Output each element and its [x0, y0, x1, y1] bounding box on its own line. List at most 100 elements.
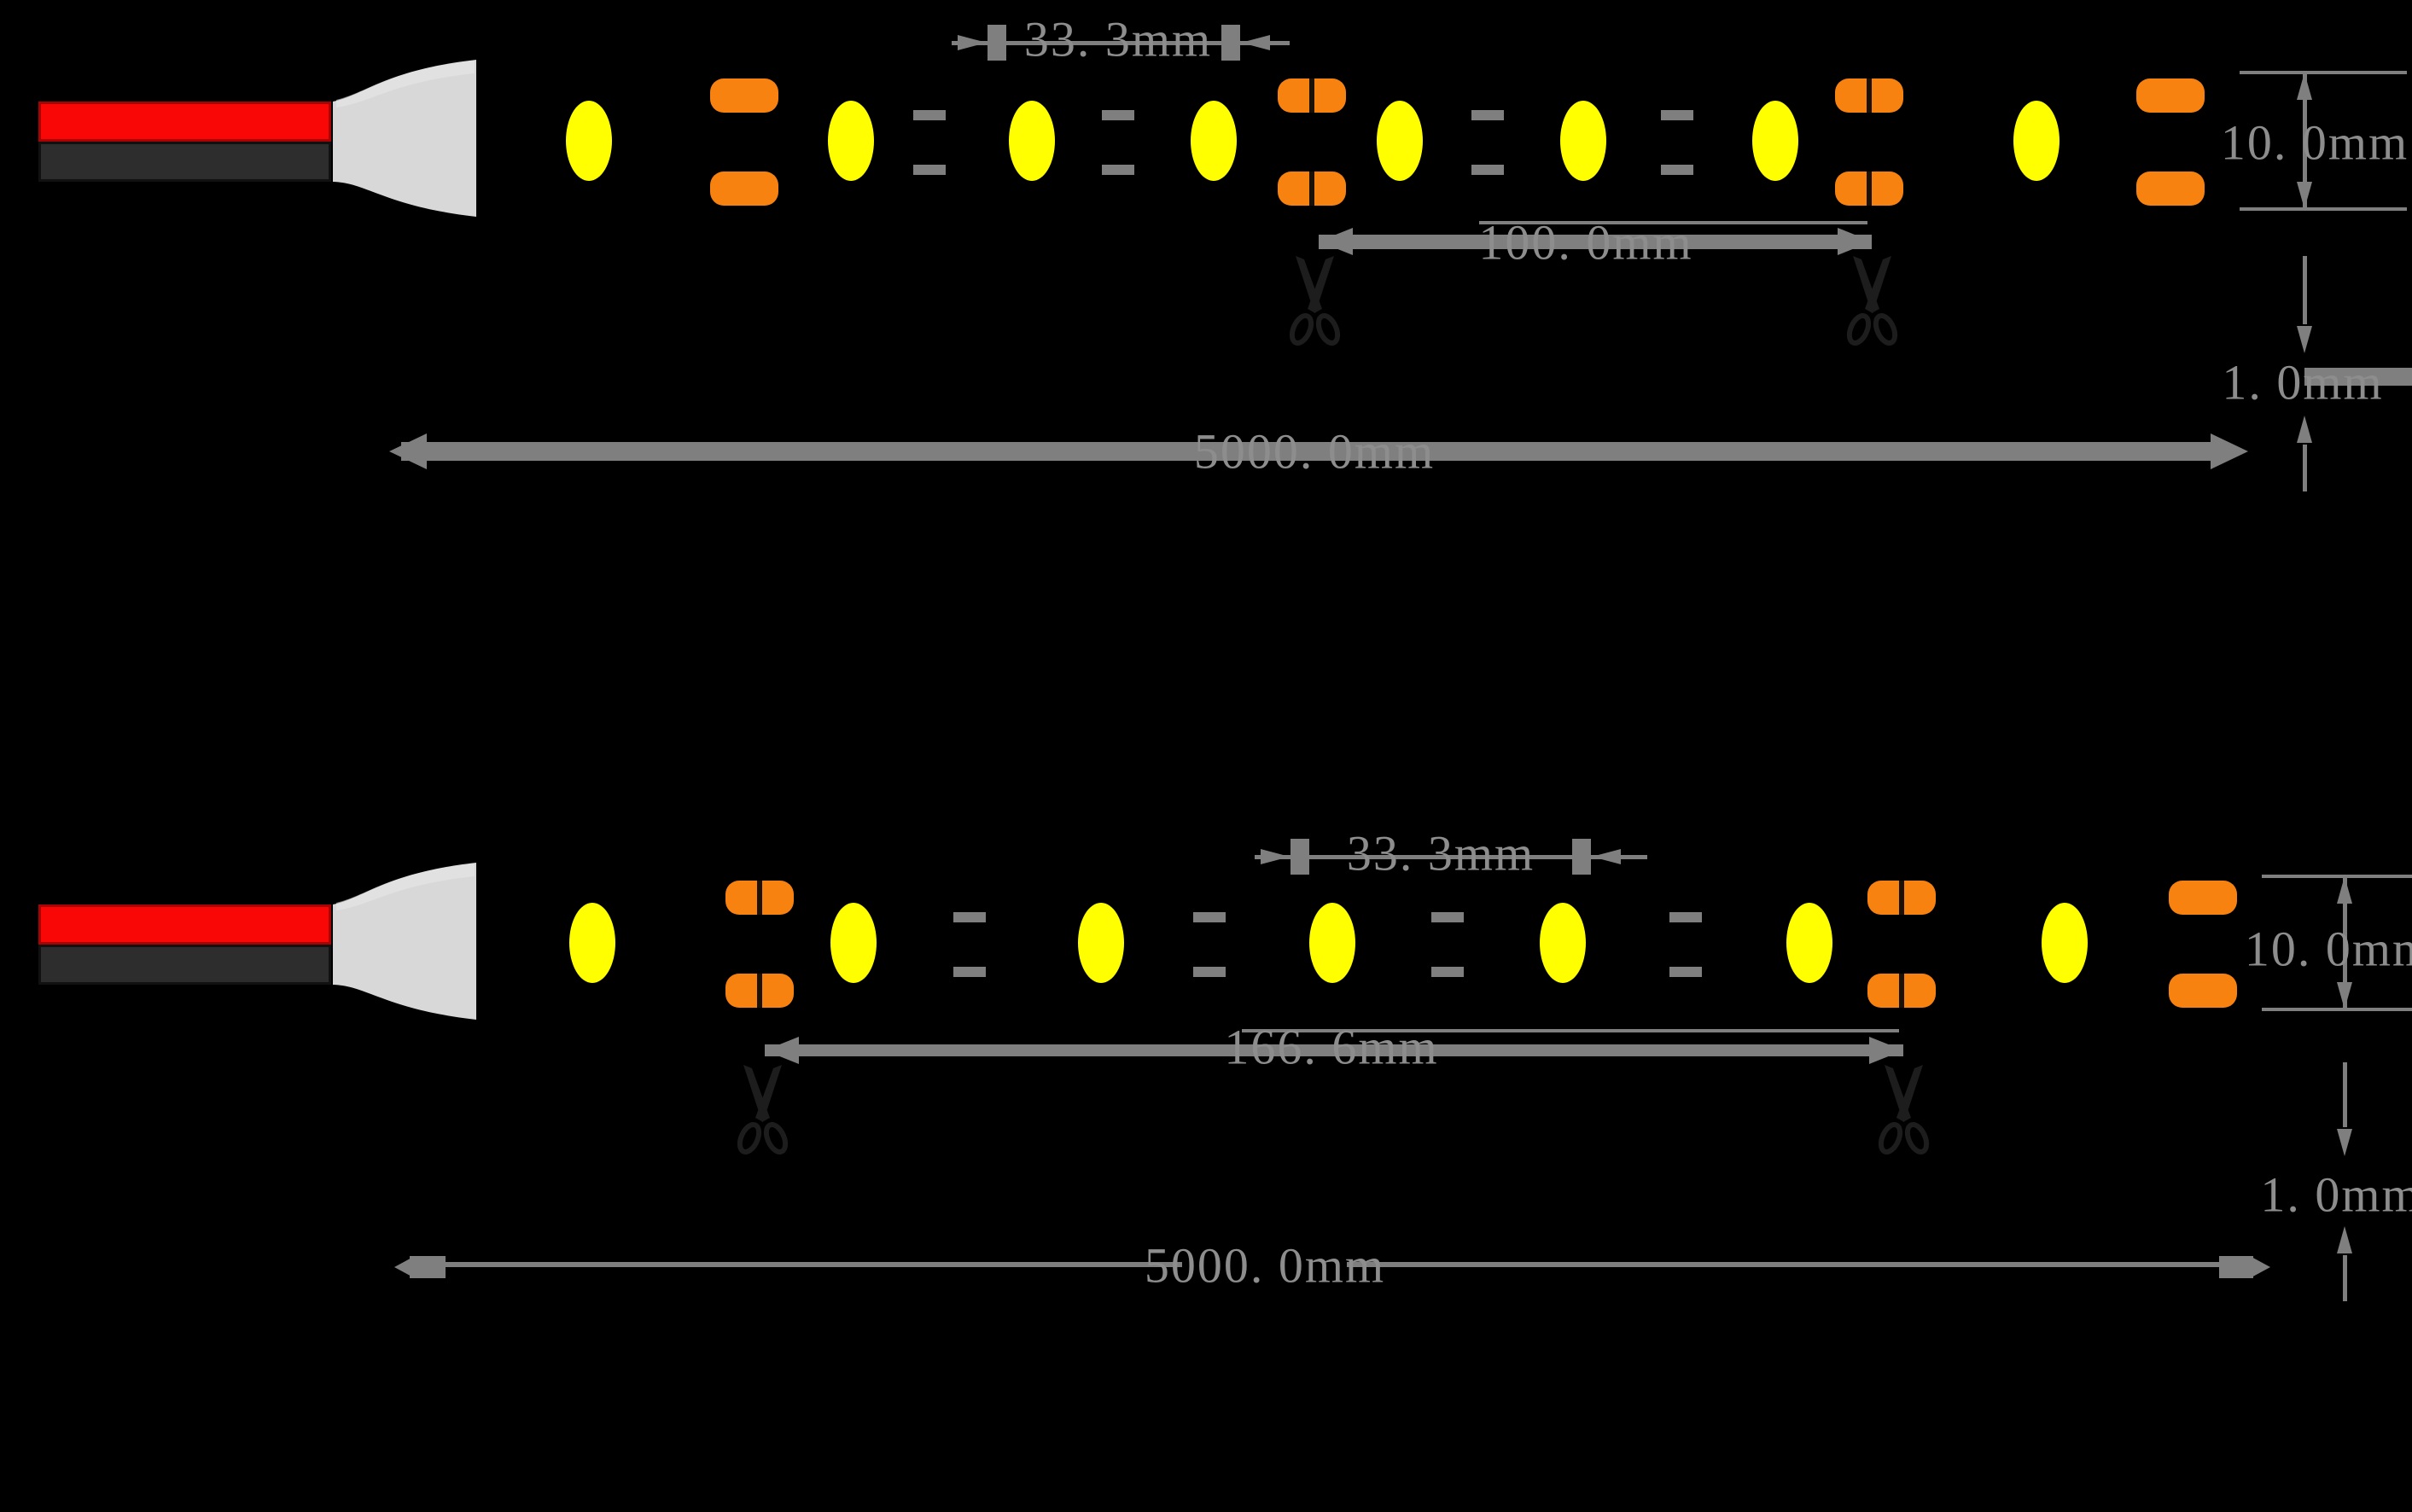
- led-chip: [566, 101, 612, 181]
- width-dim-label: 10. 0mm: [2244, 921, 2412, 977]
- scissors-icon: [1283, 256, 1347, 346]
- led-chip: [1309, 903, 1355, 983]
- led-chip: [830, 903, 877, 983]
- dim-line: [2343, 1255, 2347, 1301]
- resistor-pad: [1669, 967, 1702, 977]
- dim-arrow: [1319, 228, 1353, 255]
- total-dim-label: 5000. 0mm: [1193, 423, 1436, 480]
- dim-line: [2262, 1008, 2412, 1011]
- dim-arrow: [2250, 1256, 2270, 1278]
- cut-mark-line: [757, 974, 762, 1008]
- dim-arrow: [2297, 326, 2312, 353]
- scissors-glyph: [737, 1065, 788, 1155]
- dim-arrow: [765, 1037, 799, 1064]
- led-chip: [2013, 101, 2060, 181]
- dim-arrow: [958, 35, 987, 50]
- resistor-pad: [1661, 110, 1693, 120]
- solder-pad: [710, 79, 778, 113]
- led-chip: [1377, 101, 1423, 181]
- solder-pad: [2136, 79, 2205, 113]
- dim-line: [401, 442, 2223, 461]
- led-chip: [1191, 101, 1237, 181]
- dim-arrow: [2297, 416, 2312, 443]
- resistor-pad: [1193, 912, 1226, 922]
- pitch-dim-label: 33. 3mm: [1346, 825, 1535, 881]
- dim-arrow: [2297, 182, 2312, 209]
- dim-line: [1290, 839, 1309, 875]
- dim-line: [2303, 445, 2307, 491]
- dim-arrow: [1838, 228, 1872, 255]
- solder-pad: [2136, 172, 2205, 206]
- power-wire-red: [38, 904, 331, 945]
- power-wire-black: [38, 945, 331, 985]
- dim-arrow: [2297, 73, 2312, 100]
- dim-line: [410, 1256, 446, 1278]
- dim-line: [1319, 235, 1872, 249]
- dim-line: [1479, 221, 1867, 224]
- dim-arrow: [1261, 849, 1290, 864]
- led-chip: [1078, 903, 1124, 983]
- scissors-glyph: [1878, 1065, 1929, 1155]
- led-chip: [828, 101, 874, 181]
- power-wire-red: [38, 102, 331, 142]
- solder-pad: [2169, 881, 2237, 915]
- scissors-glyph: [1846, 256, 1897, 346]
- dim-arrow: [389, 433, 427, 469]
- dim-line: [2240, 71, 2407, 74]
- dim-line: [1255, 855, 1647, 859]
- scissors-icon: [1840, 256, 1904, 346]
- dim-arrow: [2337, 876, 2352, 904]
- led-chip: [2042, 903, 2088, 983]
- resistor-pad: [1193, 967, 1226, 977]
- resistor-pad: [1431, 912, 1464, 922]
- cut-mark-line: [1899, 881, 1904, 915]
- led-chip: [1009, 101, 1055, 181]
- cut-mark-line: [1309, 79, 1314, 113]
- dim-arrow: [1241, 35, 1270, 50]
- dim-line: [2303, 73, 2307, 209]
- dim-arrow: [2337, 982, 2352, 1009]
- dim-arrow: [394, 1256, 415, 1278]
- resistor-pad: [913, 165, 946, 175]
- pitch-dim-label: 33. 3mm: [1023, 11, 1213, 67]
- resistor-pad: [1471, 165, 1504, 175]
- thickness-dim-label: 1. 0mm: [2260, 1166, 2412, 1223]
- resistor-pad: [1471, 110, 1504, 120]
- cut-dim-label: 166. 6mm: [1224, 1019, 1439, 1075]
- dim-line: [1347, 1262, 2219, 1267]
- resistor-pad: [1669, 912, 1702, 922]
- scissors-icon: [731, 1065, 795, 1155]
- resistor-pad: [953, 912, 986, 922]
- dim-line: [765, 1044, 1903, 1056]
- resistor-pad: [1102, 110, 1134, 120]
- dim-line: [952, 41, 1290, 45]
- thickness-dim-label: 1. 0mm: [2222, 354, 2384, 410]
- led-chip: [1752, 101, 1798, 181]
- wire-connector: [331, 53, 478, 224]
- connector-shape: [333, 863, 476, 1020]
- wire-connector: [331, 856, 478, 1026]
- dim-line: [988, 25, 1006, 61]
- led-chip: [1540, 903, 1586, 983]
- resistor-pad: [1661, 165, 1693, 175]
- dim-line: [2219, 1256, 2253, 1278]
- dim-line: [1242, 1029, 1899, 1032]
- dim-arrow: [2337, 1226, 2352, 1253]
- resistor-pad: [953, 967, 986, 977]
- scissors-icon: [1872, 1065, 1936, 1155]
- dim-line: [2240, 207, 2407, 211]
- dim-line: [2303, 256, 2307, 324]
- cut-mark-line: [1867, 79, 1872, 113]
- resistor-pad: [1102, 165, 1134, 175]
- dim-arrow: [2337, 1129, 2352, 1156]
- connector-shape: [333, 60, 476, 217]
- dim-line: [2343, 1062, 2347, 1127]
- dim-line: [1221, 25, 1240, 61]
- solder-pad: [2169, 974, 2237, 1008]
- total-dim-label: 5000. 0mm: [1144, 1237, 1386, 1294]
- dim-arrow: [1592, 849, 1621, 864]
- dim-arrow: [2211, 433, 2248, 469]
- cut-mark-line: [1899, 974, 1904, 1008]
- dim-line: [2343, 876, 2347, 1009]
